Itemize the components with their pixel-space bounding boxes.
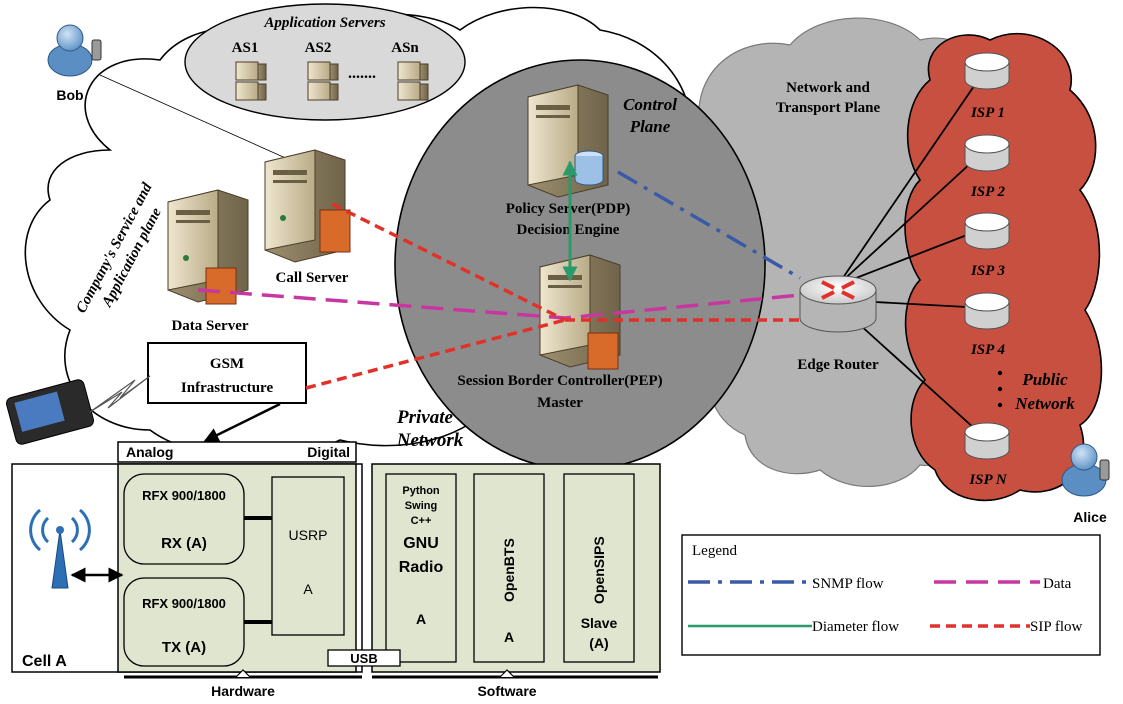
as2-label: AS2 <box>305 40 332 56</box>
private-network-label-line2: Network <box>396 430 464 451</box>
call-server-label: Call Server <box>276 270 349 286</box>
isp-4-label: ISP 4 <box>970 342 1006 358</box>
sbc-server-icon <box>539 254 621 370</box>
software-caption: Software <box>477 683 536 699</box>
isp-1-label: ISP 1 <box>970 105 1005 121</box>
snmp-flow-line <box>617 170 801 280</box>
rx-label-line2: RX (A) <box>161 535 207 552</box>
edge-router-label: Edge Router <box>797 357 879 373</box>
isp-4-router-icon <box>964 292 1010 330</box>
isp-n-router-icon <box>964 422 1010 460</box>
data-server-icon <box>167 189 249 305</box>
isp-3-router-icon <box>964 212 1010 250</box>
as1-server-icon <box>235 61 267 101</box>
usrp-label-line2: A <box>303 581 313 597</box>
legend-data-label: Data <box>1043 576 1072 592</box>
asn-label: ASn <box>391 40 419 56</box>
policy-server-label-line2: Decision Engine <box>517 222 620 238</box>
as1-label: AS1 <box>232 40 259 56</box>
isp-n-label: ISP N <box>968 472 1008 488</box>
gnu-small-1: Python <box>402 485 440 497</box>
control-plane-label-line2: Plane <box>629 117 671 136</box>
as-ellipsis: ....... <box>348 65 376 82</box>
application-servers-group: Application Servers AS1 AS2 ASn ....... <box>184 3 466 121</box>
usb-connector <box>327 649 401 667</box>
edge-router-icon <box>799 275 877 333</box>
sbc-label-line2: Master <box>537 395 583 411</box>
hardware-caption: Hardware <box>211 683 275 699</box>
database-icon <box>574 150 604 186</box>
analog-label: Analog <box>126 444 173 460</box>
gsm-infrastructure-box: GSM Infrastructure <box>147 342 307 404</box>
gnu-small-2: Swing <box>405 500 437 512</box>
legend-snmp-label: SNMP flow <box>812 576 884 592</box>
gsm-label-line2: Infrastructure <box>181 380 274 396</box>
data-server-label: Data Server <box>171 318 248 334</box>
call-server-icon <box>264 149 351 263</box>
gsm-to-hardware-arrow <box>203 402 281 443</box>
gnu-radio-block <box>385 473 457 663</box>
isp-2-router-icon <box>964 134 1010 172</box>
sip-flow-lines <box>305 202 800 390</box>
antenna-icon <box>29 508 91 589</box>
isp-1-router-icon <box>964 52 1010 90</box>
gsm-label-line1: GSM <box>210 356 244 372</box>
gnu-label-line3: A <box>416 611 426 627</box>
openbts-label: OpenBTS <box>501 538 517 602</box>
public-network-label-line1: Public <box>1021 370 1068 389</box>
application-servers-title: Application Servers <box>263 15 385 31</box>
software-panel: Python Swing C++ GNU Radio A OpenBTS A O… <box>371 463 661 673</box>
data-flow-line <box>197 288 801 320</box>
bob-link <box>99 74 291 161</box>
mobile-phone-icon <box>5 379 95 445</box>
private-network-label-line1: Private <box>396 407 453 428</box>
tx-label-line2: TX (A) <box>162 639 206 656</box>
policy-server-label-line1: Policy Server(PDP) <box>506 201 631 217</box>
usrp-board <box>271 476 345 636</box>
bob-label: Bob <box>56 87 83 103</box>
isp-ellipsis-dots <box>997 370 1003 408</box>
opensips-sub-label-2: (A) <box>589 635 608 651</box>
asn-server-icon <box>397 61 429 101</box>
usrp-label-line1: USRP <box>289 527 328 543</box>
isp-2-label: ISP 2 <box>970 184 1006 200</box>
public-network-label-line2: Network <box>1014 394 1075 413</box>
opensips-sub-label-1: Slave <box>581 615 618 631</box>
transport-plane-label-line2: Transport Plane <box>776 100 881 116</box>
rx-label-line1: RFX 900/1800 <box>142 488 226 503</box>
as2-server-icon <box>307 61 339 101</box>
tx-label-line1: RFX 900/1800 <box>142 596 226 611</box>
sbc-label-line1: Session Border Controller(PEP) <box>457 373 662 389</box>
transport-plane-label-line1: Network and <box>786 80 870 96</box>
openbts-sub-label: A <box>504 629 514 645</box>
alice-label: Alice <box>1073 509 1107 525</box>
legend-box: Legend SNMP flow Data Diameter flow SIP … <box>681 534 1101 656</box>
cell-label: Cell A <box>22 653 67 670</box>
legend-diameter-label: Diameter flow <box>812 619 899 635</box>
wireless-signal-icon <box>89 375 151 413</box>
alice-user-icon <box>1061 443 1110 497</box>
bob-user-icon <box>47 24 102 77</box>
legend-sip-label: SIP flow <box>1030 619 1083 635</box>
gnu-small-3: C++ <box>411 515 432 527</box>
opensips-block <box>563 473 635 663</box>
gnu-label-line2: Radio <box>399 559 444 576</box>
usb-label: USB <box>350 651 377 666</box>
openbts-block <box>473 473 545 663</box>
digital-label: Digital <box>307 444 350 460</box>
isp-3-label: ISP 3 <box>970 263 1006 279</box>
legend-title: Legend <box>692 543 737 559</box>
opensips-label: OpenSIPS <box>591 536 607 604</box>
hardware-panel: Analog Digital RFX 900/1800 RX (A) RFX 9… <box>11 441 363 673</box>
control-plane-label-line1: Control <box>623 95 677 114</box>
gnu-label-line1: GNU <box>403 535 439 552</box>
